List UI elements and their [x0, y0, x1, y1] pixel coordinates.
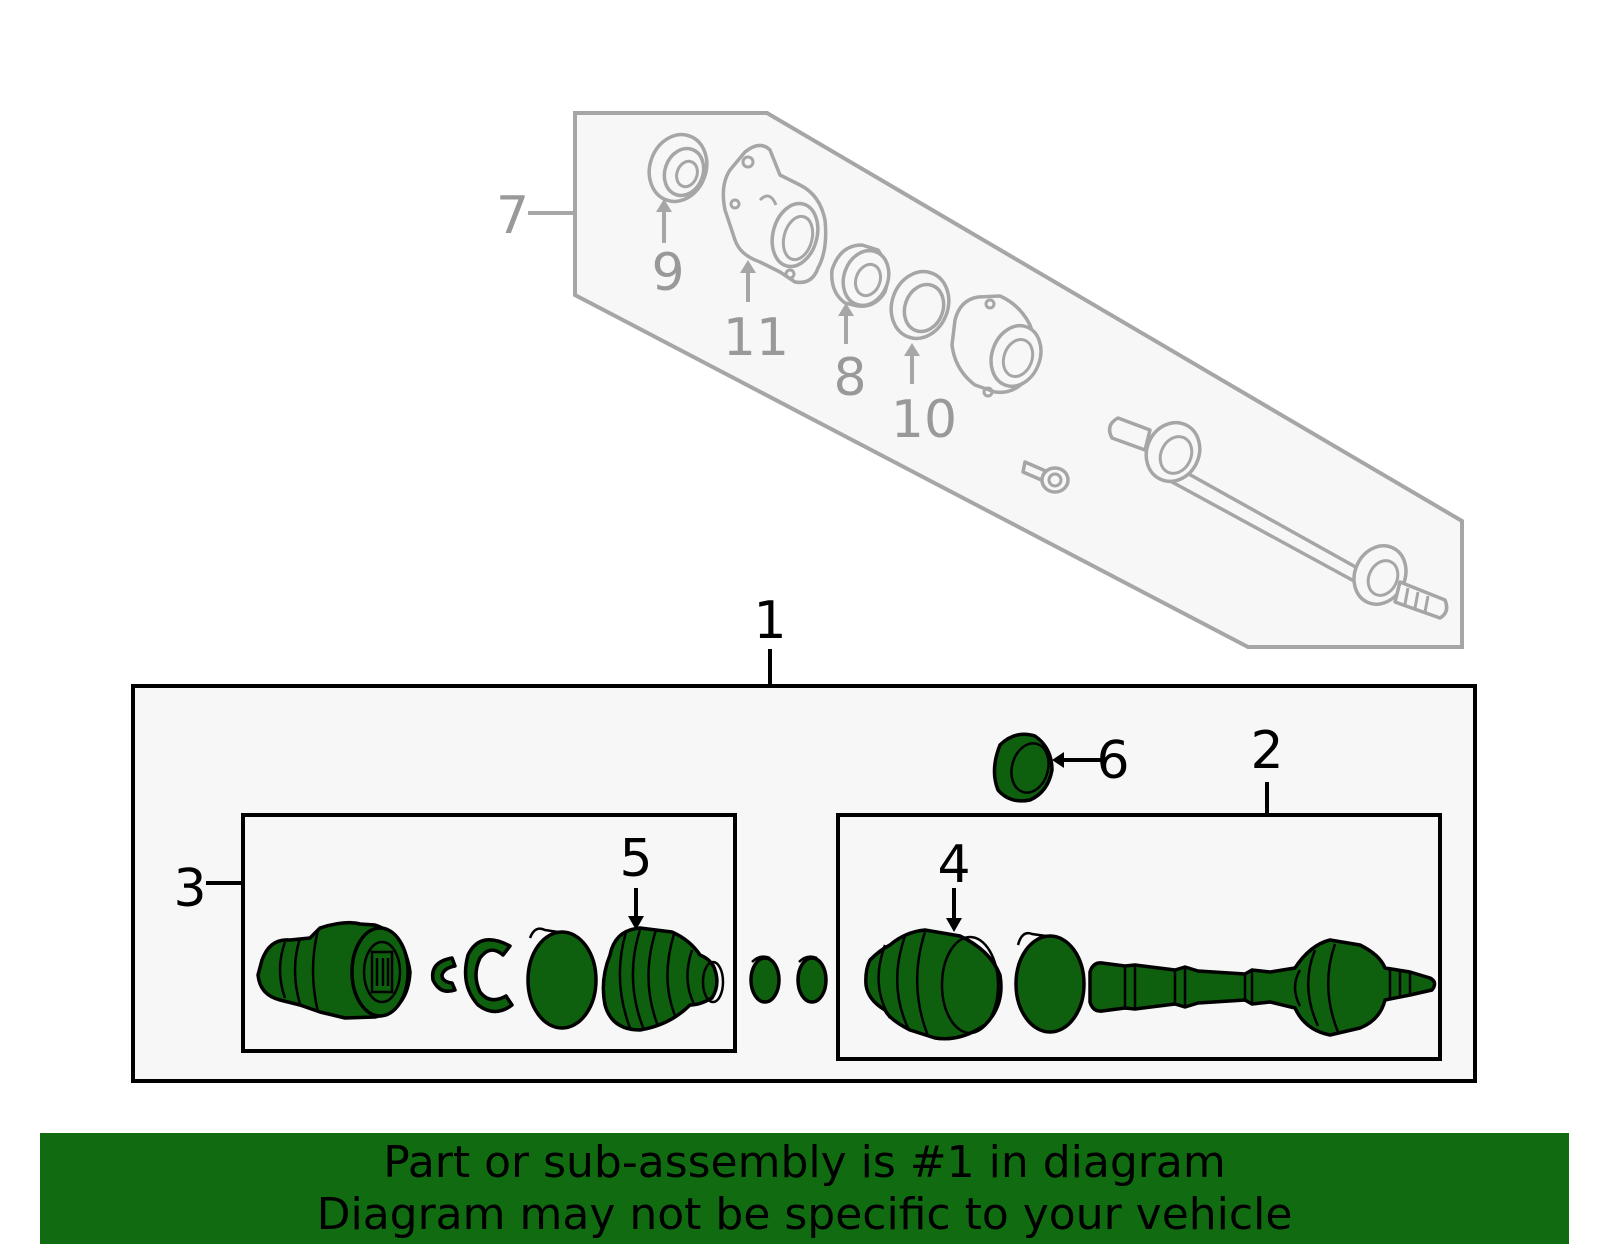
callout-1: 1: [753, 591, 786, 651]
callout-5: 5: [619, 829, 652, 889]
ring-part-10[interactable]: [882, 263, 958, 346]
inner-cv-joint-housing[interactable]: [256, 920, 412, 1020]
callout-9: 9: [651, 243, 684, 303]
snap-ring-small[interactable]: [430, 956, 457, 993]
callout-11: 11: [723, 308, 789, 368]
hub-housing-part[interactable]: [950, 294, 1049, 398]
boot-clamp-band-inner[interactable]: [526, 927, 598, 1030]
callout-6: 6: [1096, 731, 1129, 791]
info-banner: Part or sub-assembly is #1 in diagram Di…: [40, 1133, 1569, 1244]
callout-3: 3: [173, 859, 206, 919]
bearing-part-8[interactable]: [830, 243, 896, 312]
callout-8: 8: [833, 348, 866, 408]
boot-clamp-small-b[interactable]: [796, 955, 828, 1004]
axle-shaft-gray[interactable]: [1107, 414, 1449, 620]
boot-clamp-small-a[interactable]: [749, 955, 781, 1004]
callout-7: 7: [496, 186, 529, 246]
banner-line-1: Part or sub-assembly is #1 in diagram: [383, 1136, 1226, 1188]
inner-boot-part-5[interactable]: [601, 926, 725, 1032]
callout-10: 10: [891, 390, 957, 450]
circlip[interactable]: [463, 938, 514, 1014]
boot-clamp-band-outer[interactable]: [1014, 931, 1086, 1034]
bracket-part-11[interactable]: [721, 143, 828, 285]
seal-part-9[interactable]: [640, 126, 716, 209]
bolt-part[interactable]: [1021, 460, 1070, 494]
axle-shaft-outer-joint[interactable]: [1088, 938, 1437, 1037]
callout-4: 4: [937, 835, 970, 895]
banner-line-2: Diagram may not be specific to your vehi…: [316, 1188, 1293, 1240]
callout-2: 2: [1250, 721, 1283, 781]
axle-nut-part-6[interactable]: [992, 732, 1054, 803]
outer-boot-part-4[interactable]: [864, 928, 1003, 1041]
